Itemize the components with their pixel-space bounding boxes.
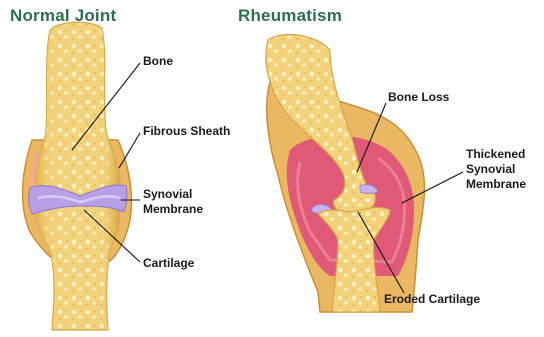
normal-joint-illustration [23, 22, 132, 330]
label-bone: Bone [143, 54, 173, 68]
label-thickened-line2: Synovial [466, 162, 515, 176]
label-eroded-cartilage: Eroded Cartilage [384, 292, 480, 306]
label-synovial-line1: Synovial [143, 187, 192, 201]
label-synovial-line2: Membrane [143, 202, 203, 216]
label-fibrous-sheath: Fibrous Sheath [143, 124, 230, 138]
label-thickened-line3: Membrane [466, 177, 526, 191]
label-bone-loss: Bone Loss [388, 90, 449, 104]
rheumatism-joint-illustration [266, 35, 425, 312]
label-cartilage: Cartilage [143, 256, 194, 270]
label-thickened-line1: Thickened [466, 147, 525, 161]
